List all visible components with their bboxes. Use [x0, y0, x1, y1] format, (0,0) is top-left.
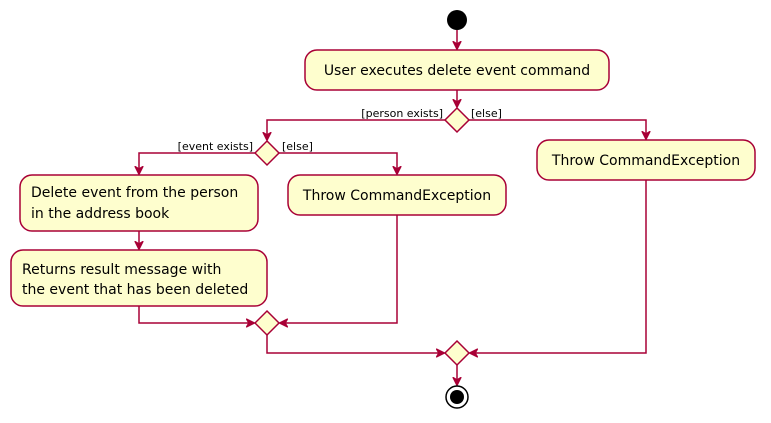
start-node [447, 10, 467, 30]
guard-else-outer: [else] [471, 107, 502, 120]
edge-decision-person-to-decision-event [267, 119, 445, 140]
activity-throw-outer: Throw CommandException [536, 139, 756, 181]
merge-outer [443, 339, 471, 367]
activity-user-executes: User executes delete event command [304, 49, 610, 91]
edge-decision-event-to-delete [139, 152, 255, 174]
edge-merge-inner-to-merge-outer [266, 335, 444, 353]
activity-delete-event-line1: Delete event from the person [31, 185, 238, 201]
edge-throw-outer-to-merge-outer [470, 180, 647, 353]
activity-delete-event-line2: in the address book [31, 206, 170, 222]
activity-throw-outer-label: Throw CommandException [551, 153, 740, 169]
activity-throw-inner-label: Throw CommandException [302, 188, 491, 204]
activity-user-executes-label: User executes delete event command [324, 63, 590, 79]
guard-else-inner: [else] [282, 140, 313, 153]
activity-returns-line2: the event that has been deleted [22, 282, 248, 298]
decision-event-exists [253, 139, 281, 167]
activity-returns-result: Returns result message with the event th… [10, 249, 268, 307]
guard-event-exists: [event exists] [178, 140, 253, 153]
activity-returns-line1: Returns result message with [22, 262, 221, 278]
end-node [445, 385, 469, 409]
activity-throw-inner: Throw CommandException [287, 174, 507, 216]
edge-returns-to-merge-inner [138, 306, 254, 323]
edge-decision-person-to-throw-outer [469, 119, 646, 139]
decision-person-exists [443, 106, 471, 134]
guard-person-exists: [person exists] [361, 107, 443, 120]
merge-inner [253, 309, 281, 337]
activity-delete-event: Delete event from the person in the addr… [19, 174, 259, 232]
edge-throw-inner-to-merge-inner [280, 215, 398, 323]
edge-decision-event-to-throw-inner [279, 152, 397, 174]
